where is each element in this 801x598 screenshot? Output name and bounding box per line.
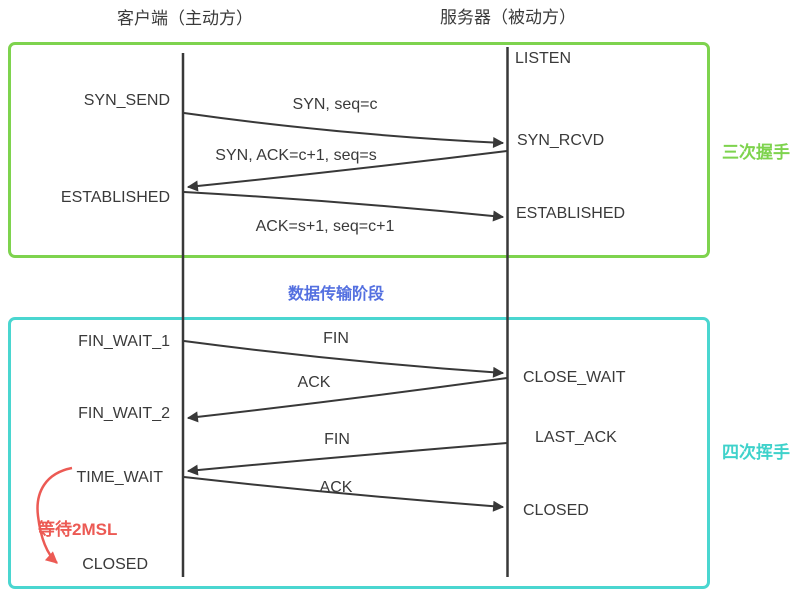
message-label-ack-2: ACK <box>319 479 353 496</box>
server-state-listen: LISTEN <box>515 50 572 67</box>
server-state-close-wait: CLOSE_WAIT <box>523 369 626 386</box>
message-label-ack-1: ACK <box>297 374 331 391</box>
message-label-fin-2: FIN <box>324 431 350 448</box>
server-title: 服务器（被动方） <box>440 8 576 27</box>
message-label-syn: SYN, seq=c <box>292 96 378 113</box>
phase-label-data-transfer: 数据传输阶段 <box>287 286 385 303</box>
server-state-closed: CLOSED <box>523 502 589 519</box>
message-label-fin-1: FIN <box>323 330 349 347</box>
phase-label-wave: 四次挥手 <box>722 443 790 462</box>
client-state-syn-send: SYN_SEND <box>83 92 170 109</box>
client-state-established: ESTABLISHED <box>60 189 170 206</box>
message-label-ack: ACK=s+1, seq=c+1 <box>255 218 395 235</box>
client-state-fin-wait-1: FIN_WAIT_1 <box>78 333 170 350</box>
message-label-synack: SYN, ACK=c+1, seq=s <box>215 147 377 164</box>
wave-phase-box <box>8 317 710 589</box>
client-title: 客户端（主动方） <box>117 9 253 28</box>
phase-label-handshake: 三次握手 <box>722 143 790 162</box>
client-state-fin-wait-2: FIN_WAIT_2 <box>78 405 170 422</box>
server-state-syn-rcvd: SYN_RCVD <box>517 132 605 149</box>
server-state-established: ESTABLISHED <box>516 205 626 222</box>
client-state-time-wait: TIME_WAIT <box>76 469 163 486</box>
wait-2msl-note: 等待2MSL <box>38 520 118 539</box>
handshake-phase-box <box>8 42 710 258</box>
client-state-closed: CLOSED <box>82 556 148 573</box>
server-state-last-ack: LAST_ACK <box>535 429 617 446</box>
